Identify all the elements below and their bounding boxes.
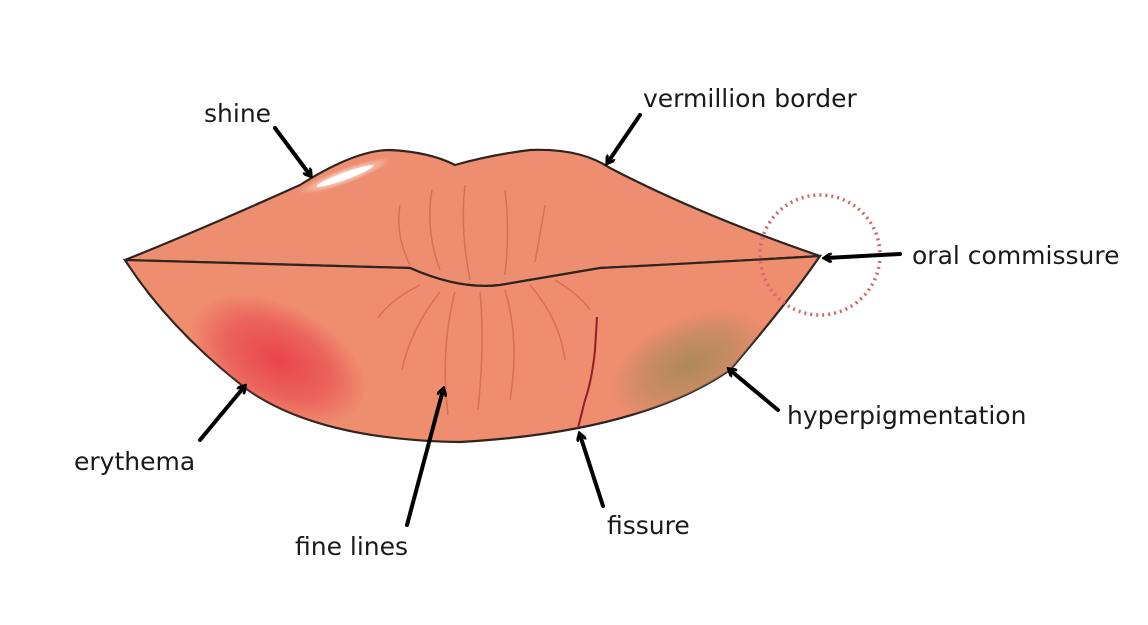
fissure-crack [577, 316, 598, 429]
label-vermillion-border: vermillion border [643, 84, 857, 113]
label-erythema: erythema [74, 447, 196, 476]
hyperpigmentation-arrow [730, 370, 780, 412]
erythema-arrow [198, 387, 244, 442]
oral-commissure-arrow [826, 252, 902, 258]
label-oral-commissure: oral commissure [912, 241, 1120, 270]
vermillion-border-arrow [608, 113, 642, 162]
label-shine: shine [204, 99, 272, 128]
fine-lines-arrow [405, 390, 443, 527]
label-fissure: fissure [607, 511, 690, 540]
fine-lines-pattern [377, 184, 591, 416]
fissure-arrow [580, 435, 605, 508]
label-hyperpigmentation: hyperpigmentation [787, 401, 1027, 430]
shine-highlight-core [316, 165, 374, 187]
shine-arrow [273, 126, 310, 175]
label-fine-lines: fine lines [295, 532, 409, 561]
